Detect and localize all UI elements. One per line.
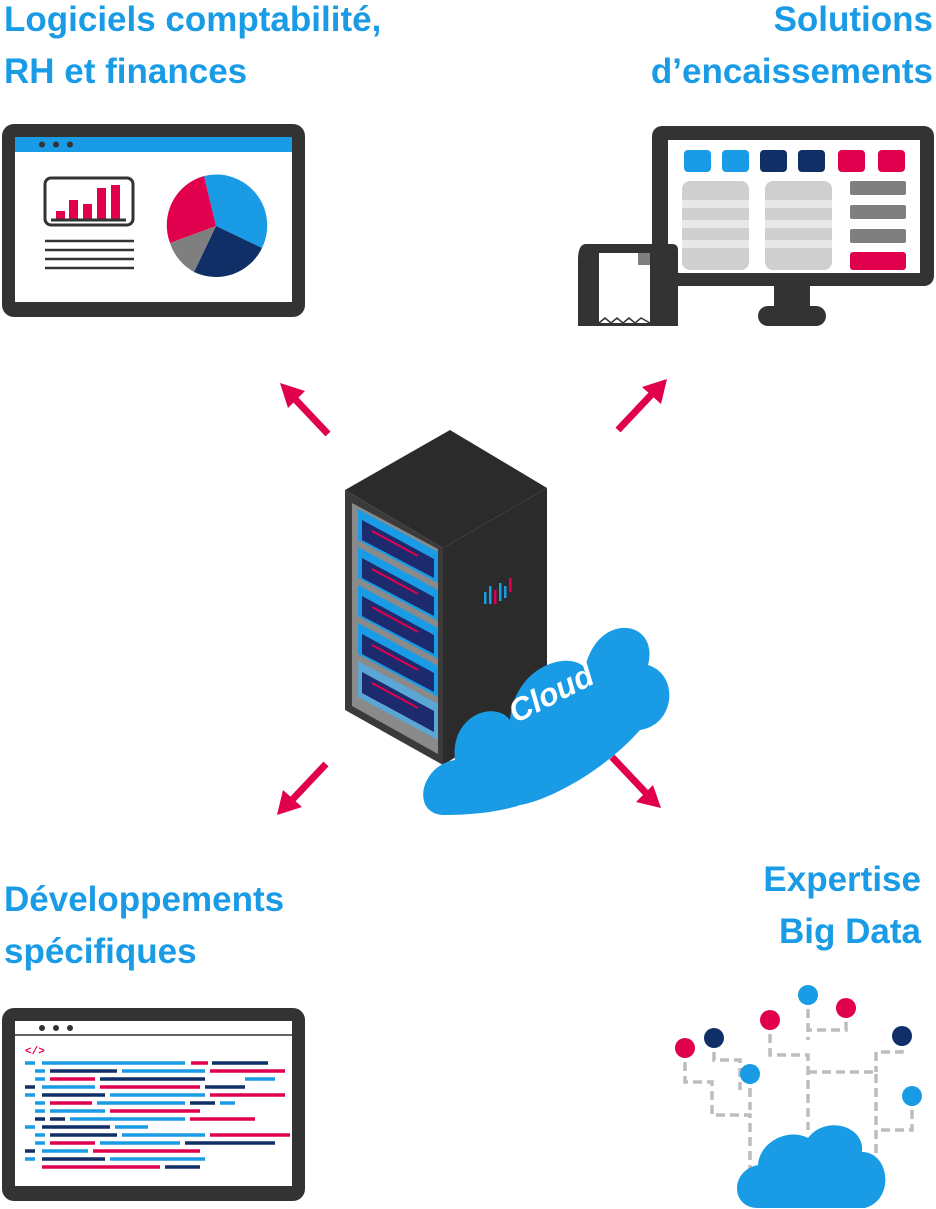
label-development-line2: spécifiques — [4, 932, 197, 971]
label-custom-development: Développements spécifiques — [4, 874, 284, 978]
label-accounting-line1: Logiciels comptabilité, — [4, 0, 382, 39]
arrow-icon — [277, 379, 667, 815]
pos-terminal-icon — [578, 126, 934, 326]
label-payment-line1: Solutions — [773, 0, 933, 39]
label-payment-solutions: Solutions d’encaissements — [651, 0, 933, 98]
label-payment-line2: d’encaissements — [650, 52, 933, 91]
big-data-icon — [675, 985, 922, 1208]
svg-text:</>: </> — [25, 1046, 45, 1058]
browser-dashboard-icon — [2, 124, 305, 317]
server-rack-icon — [345, 430, 547, 765]
label-bigdata-line2: Big Data — [779, 912, 921, 951]
label-accounting-line2: RH et finances — [4, 52, 248, 91]
label-development-line1: Développements — [4, 880, 285, 919]
code-editor-icon: </> — [2, 1008, 305, 1201]
label-big-data-expertise: Expertise Big Data — [763, 854, 921, 958]
label-bigdata-line1: Expertise — [763, 860, 921, 899]
label-accounting-software: Logiciels comptabilité, RH et finances — [4, 0, 381, 98]
